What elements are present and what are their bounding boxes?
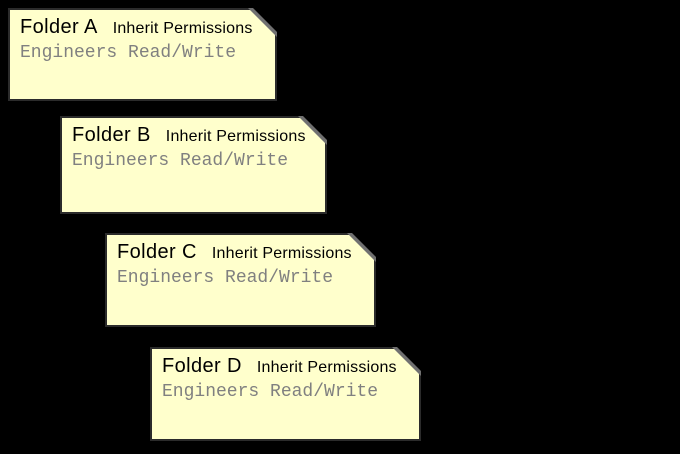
folder-note-a: Folder A Inherit Permissions Engineers R… bbox=[8, 8, 277, 101]
fold-cutout bbox=[397, 347, 421, 371]
note-header: Folder C Inherit Permissions bbox=[117, 240, 364, 266]
inherit-permissions-label: Inherit Permissions bbox=[165, 128, 306, 145]
folder-title: Folder D bbox=[162, 355, 242, 377]
note-header: Folder A Inherit Permissions bbox=[20, 15, 265, 41]
inherit-permissions-label: Inherit Permissions bbox=[112, 20, 253, 37]
fold-cutout bbox=[253, 8, 277, 32]
folder-title: Folder B bbox=[72, 124, 151, 146]
inherit-permissions-label: Inherit Permissions bbox=[211, 245, 352, 262]
permission-entry: Engineers Read/Write bbox=[162, 382, 379, 402]
note-header: Folder D Inherit Permissions bbox=[162, 354, 409, 380]
folder-title: Folder C bbox=[117, 241, 197, 263]
permission-entry: Engineers Read/Write bbox=[117, 268, 334, 288]
fold-cutout bbox=[303, 116, 327, 140]
inherit-permissions-label: Inherit Permissions bbox=[256, 359, 397, 376]
folder-title: Folder A bbox=[20, 16, 98, 38]
permission-entry: Engineers Read/Write bbox=[72, 151, 289, 171]
folder-note-c: Folder C Inherit Permissions Engineers R… bbox=[105, 233, 376, 327]
folder-note-d: Folder D Inherit Permissions Engineers R… bbox=[150, 347, 421, 441]
folder-note-b: Folder B Inherit Permissions Engineers R… bbox=[60, 116, 327, 214]
fold-cutout bbox=[352, 233, 376, 257]
note-header: Folder B Inherit Permissions bbox=[72, 123, 315, 149]
permission-entry: Engineers Read/Write bbox=[20, 43, 237, 63]
